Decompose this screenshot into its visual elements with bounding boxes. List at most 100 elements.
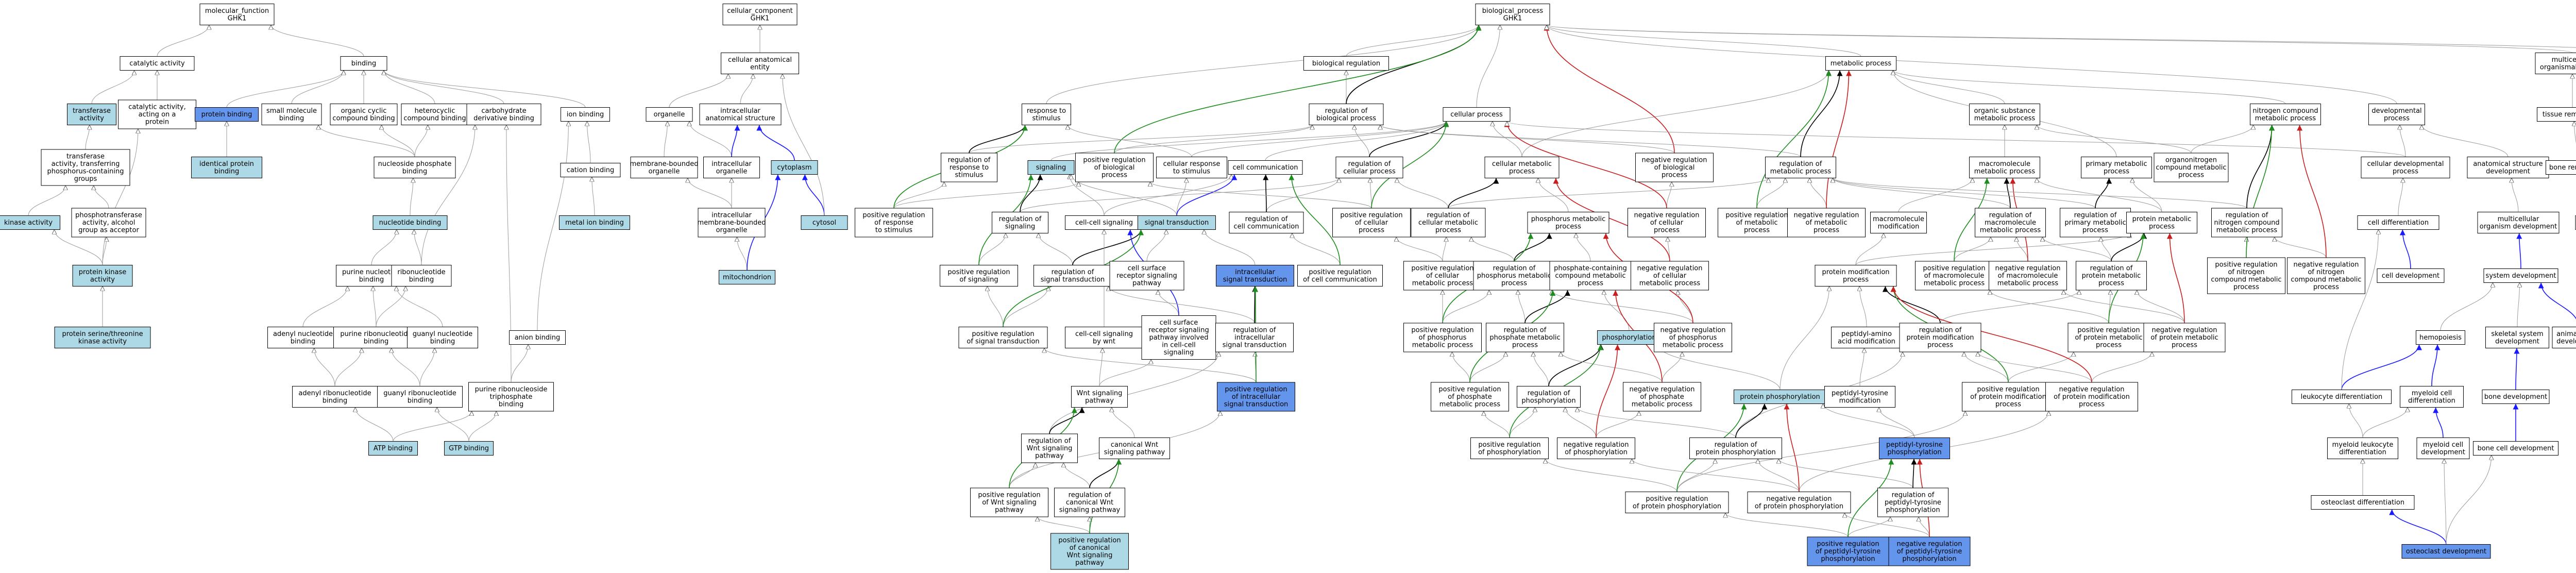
go-term-node[interactable]: cellular process (1443, 107, 1511, 122)
go-term-node[interactable]: anion binding (509, 330, 566, 345)
go-term-node[interactable]: osteoclast development (2401, 544, 2491, 559)
go-term-node[interactable]: phosphorylation (1597, 330, 1661, 345)
go-term-node[interactable]: kinase activity (0, 215, 60, 230)
go-term-node[interactable]: organelle (646, 107, 693, 122)
go-term-node[interactable]: hemopoiesis (2416, 330, 2465, 345)
go-term-node[interactable]: biological regulation (1303, 56, 1389, 71)
go-term-node[interactable]: signal transduction (1138, 215, 1216, 230)
go-term-node[interactable]: cytoplasm (771, 160, 818, 175)
go-term-node[interactable]: protein binding (195, 107, 259, 122)
go-term-node[interactable]: bone remodeling (2546, 160, 2576, 175)
go-term-node[interactable]: signaling (1027, 160, 1075, 175)
go-term-node[interactable]: binding (340, 56, 387, 71)
go-term-node[interactable]: cytosol (801, 215, 848, 230)
go-term-node[interactable]: tissue remodeling (2537, 107, 2576, 122)
go-term-node[interactable]: osteoclast differentiation (2311, 495, 2415, 510)
go-term-node[interactable]: bone development (2482, 390, 2550, 404)
go-term-node[interactable]: animal organdevelopment (2552, 327, 2576, 348)
go-term-node[interactable]: leukocyte differentiation (2292, 390, 2392, 404)
go-term-node[interactable]: multicellularorganismal process (2535, 53, 2576, 74)
go-term-node[interactable]: cell differentiation (2357, 215, 2439, 230)
go-term-node[interactable]: cell development (2377, 268, 2445, 283)
go-term-node[interactable]: GTP binding (444, 441, 494, 456)
